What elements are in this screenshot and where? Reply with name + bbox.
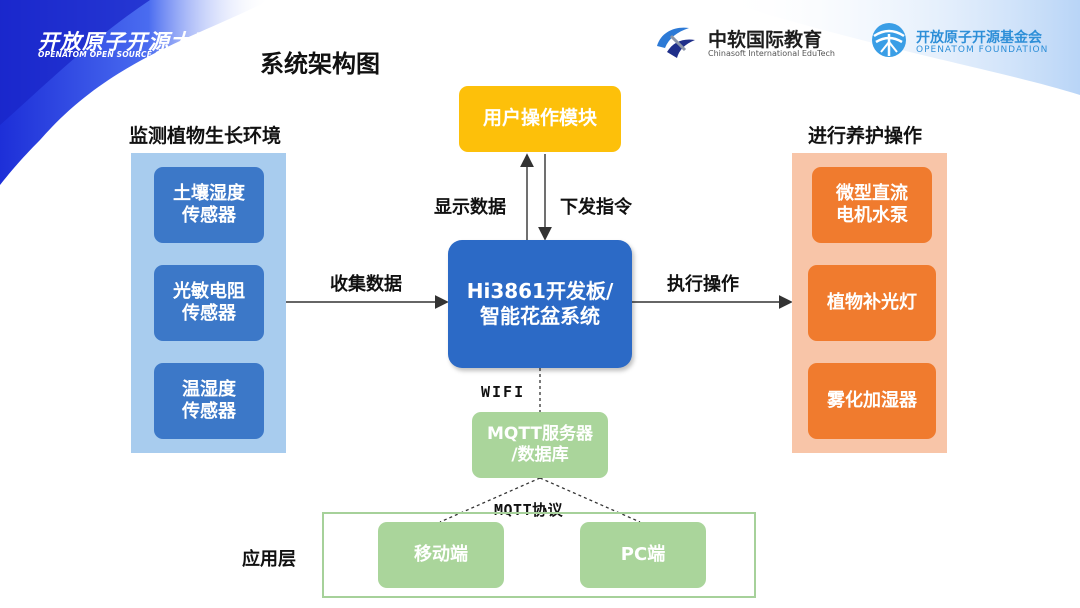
chinasoft-name: 中软国际教育 bbox=[708, 29, 823, 51]
right-section-title: 进行养护操作 bbox=[808, 125, 923, 147]
chinasoft-logo-icon bbox=[657, 27, 695, 58]
photoresistor-sensor: 光敏电阻 传感器 bbox=[154, 265, 264, 341]
openatom-foundation-logo-icon bbox=[872, 23, 906, 57]
dc-motor-pump: 微型直流 电机水泵 bbox=[812, 167, 932, 243]
atomizing-humidifier: 雾化加湿器 bbox=[808, 363, 936, 439]
left-section-title: 监测植物生长环境 bbox=[129, 125, 282, 147]
competition-logo-subtext: OPENATOM OPEN SOURCE COMPETITION bbox=[38, 50, 216, 59]
mobile-client: 移动端 bbox=[378, 522, 504, 588]
display-data-label: 显示数据 bbox=[434, 197, 506, 218]
send-command-label: 下发指令 bbox=[560, 197, 632, 218]
temperature-humidity-sensor: 温湿度 传感器 bbox=[154, 363, 264, 439]
collect-data-label: 收集数据 bbox=[330, 274, 402, 295]
app-layer-label: 应用层 bbox=[242, 549, 296, 570]
mqtt-protocol-label: MQTT协议 bbox=[494, 501, 564, 519]
openatom-foundation-name: 开放原子开源基金会 bbox=[916, 30, 1042, 46]
execute-label: 执行操作 bbox=[667, 274, 739, 295]
hi3861-core-system: Hi3861开发板/ 智能花盆系统 bbox=[448, 240, 632, 368]
pc-client: PC端 bbox=[580, 522, 706, 588]
app-layer-frame bbox=[322, 512, 756, 598]
soil-moisture-sensor: 土壤湿度 传感器 bbox=[154, 167, 264, 243]
competition-logo-text: 开放原子开源大赛 bbox=[38, 30, 214, 54]
page-title: 系统架构图 bbox=[260, 50, 380, 78]
user-operation-module: 用户操作模块 bbox=[459, 86, 621, 152]
chinasoft-english-name: Chinasoft International EduTech bbox=[708, 49, 835, 58]
openatom-foundation-english-name: OPENATOM FOUNDATION bbox=[916, 45, 1049, 55]
wifi-label: WIFI bbox=[481, 383, 526, 401]
plant-grow-light: 植物补光灯 bbox=[808, 265, 936, 341]
mqtt-server-database: MQTT服务器 /数据库 bbox=[472, 412, 608, 478]
